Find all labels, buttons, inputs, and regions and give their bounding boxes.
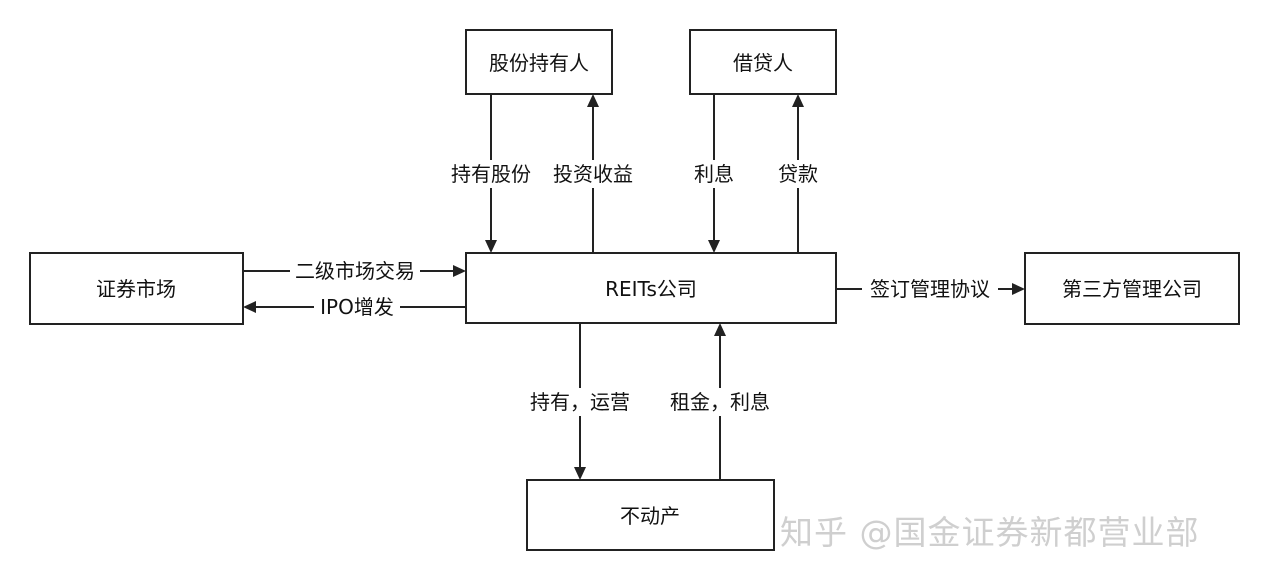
hold-operate-label: 持有，运营 xyxy=(530,390,630,414)
hold-shares-label: 持有股份 xyxy=(451,162,531,186)
hold-operate-arrowhead xyxy=(574,467,586,480)
watermark-text: 知乎 @国金证券新都营业部 xyxy=(780,513,1200,552)
hold-shares-arrowhead xyxy=(485,240,497,253)
borrowers-box xyxy=(689,29,837,95)
loan-label: 贷款 xyxy=(778,162,818,186)
interest-arrowhead xyxy=(708,240,720,253)
management-agreement-arrowhead xyxy=(1012,283,1025,295)
management-agreement-label: 签订管理协议 xyxy=(870,277,990,301)
real-estate-label: 不动产 xyxy=(620,504,680,528)
rent-interest-label: 租金，利息 xyxy=(670,390,770,414)
shareholders-label: 股份持有人 xyxy=(489,51,589,75)
investment-income-arrowhead xyxy=(587,94,599,107)
securities-market-label: 证券市场 xyxy=(96,277,176,301)
borrowers-label: 借贷人 xyxy=(733,51,793,75)
interest-label: 利息 xyxy=(694,162,734,186)
third-party-manager-box xyxy=(1024,252,1240,325)
investment-income-label: 投资收益 xyxy=(553,162,633,186)
real-estate-box xyxy=(526,479,775,551)
secondary-trading-label: 二级市场交易 xyxy=(295,259,415,283)
rent-interest-arrowhead xyxy=(714,323,726,336)
securities-market-box xyxy=(29,252,244,325)
ipo-issuance-label: IPO增发 xyxy=(320,295,394,319)
secondary-trading-arrowhead xyxy=(453,265,466,277)
third-party-manager-label: 第三方管理公司 xyxy=(1062,277,1202,301)
ipo-issuance-arrowhead xyxy=(243,301,256,313)
shareholders-box xyxy=(465,29,613,95)
reits-company-label: REITs公司 xyxy=(605,277,697,301)
loan-arrowhead xyxy=(792,94,804,107)
